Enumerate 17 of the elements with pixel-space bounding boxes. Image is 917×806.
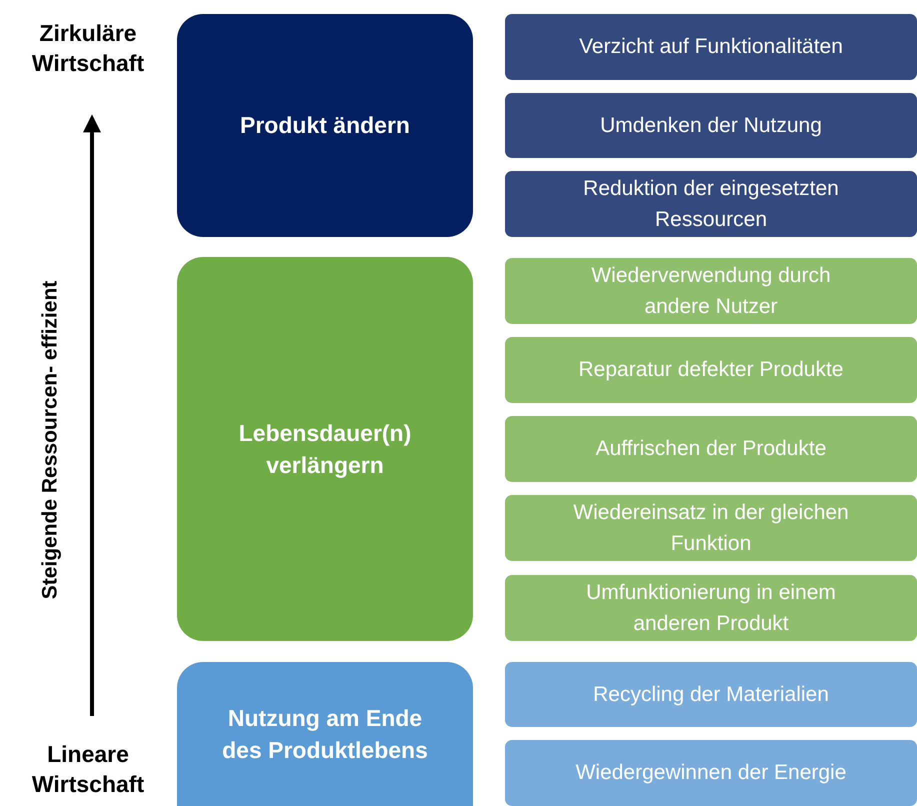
measure-box: Wiedereinsatz in der gleichen Funktion — [505, 495, 917, 561]
measure-box: Wiedergewinnen der Energie — [505, 740, 917, 806]
measure-box: Reparatur defekter Produkte — [505, 337, 917, 403]
axis-label: Steigende Ressourcen- effizient — [37, 280, 62, 602]
measure-box: Reduktion der eingesetzten Ressourcen — [505, 171, 917, 237]
category-box: Produkt ändern — [177, 14, 473, 237]
measure-box: Wiederverwendung durch andere Nutzer — [505, 258, 917, 324]
measure-box: Verzicht auf Funktionalitäten — [505, 14, 917, 80]
category-box: Lebensdauer(n) verlängern — [177, 257, 473, 641]
measure-box: Recycling der Materialien — [505, 662, 917, 727]
arrow — [83, 114, 101, 716]
measure-box: Umdenken der Nutzung — [505, 93, 917, 158]
stage-label: Lineare Wirtschaft — [30, 740, 146, 799]
measure-box: Umfunktionierung in einem anderen Produkt — [505, 575, 917, 641]
category-box: Nutzung am Ende des Produktlebens — [177, 662, 473, 806]
measure-box: Auffrischen der Produkte — [505, 416, 917, 482]
stage-label: Zirkuläre Wirtschaft — [30, 19, 146, 78]
